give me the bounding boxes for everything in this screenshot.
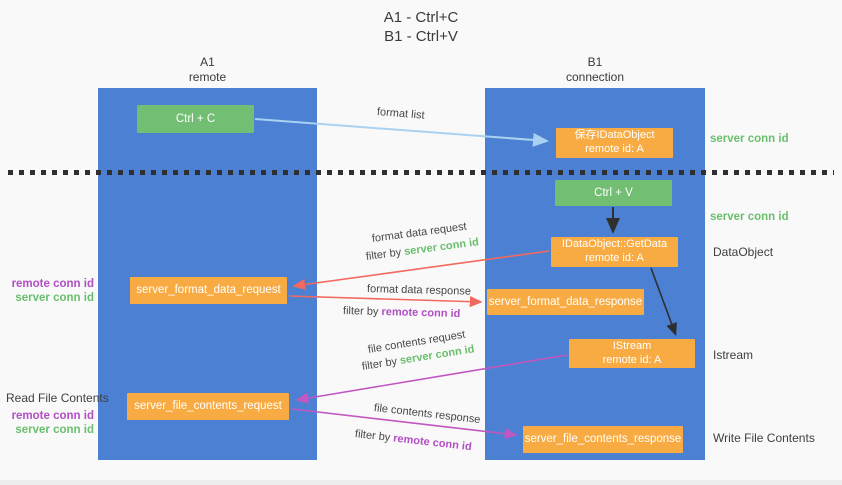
node-ctrl-c: Ctrl + C (137, 105, 254, 133)
column-a-title: A1 (200, 55, 215, 69)
node-getdata-line1: IDataObject::GetData (561, 238, 668, 251)
node-server-file-contents-request: server_file_contents_request (127, 393, 289, 420)
label-dataobject: DataObject (713, 245, 774, 259)
label-file-contents-response-filter: filter by remote conn id (354, 428, 473, 454)
node-ctrl-c-label: Ctrl + C (175, 112, 216, 125)
node-server-format-data-request-label: server_format_data_request (136, 284, 281, 297)
node-ctrl-v-label: Ctrl + V (594, 186, 633, 199)
label-istream: Istream (713, 348, 754, 362)
node-idataobject-getdata: IDataObject::GetData remote id: A (551, 237, 678, 267)
node-save-idataobject: 保存IDataObject remote id: A (556, 128, 673, 158)
node-save-idataobject-line2: remote id: A (585, 143, 644, 155)
node-istream-line1: IStream (612, 339, 652, 352)
label-file-contents-response: file contents response (373, 402, 482, 427)
column-b-subtitle: connection (565, 70, 625, 84)
node-server-file-contents-response-label: server_file_contents_response (524, 433, 682, 446)
column-b-header: B1 connection (485, 55, 705, 85)
label-remote-conn-id-left-1: remote conn id (11, 278, 94, 290)
column-a-subtitle: remote (188, 70, 227, 84)
label-format-list: format list (376, 106, 426, 122)
node-istream: IStream remote id: A (569, 339, 695, 368)
label-write-file-contents: Write File Contents (713, 431, 815, 445)
node-save-idataobject-line1: 保存IDataObject (574, 129, 655, 142)
node-istream-line2: remote id: A (602, 353, 662, 366)
label-server-conn-id-left-1: server conn id (15, 292, 94, 304)
node-getdata-line2: remote id: A (585, 252, 644, 264)
node-server-format-data-request: server_format_data_request (130, 277, 287, 304)
node-server-format-data-response-label: server_format_data_response (488, 295, 643, 308)
node-server-file-contents-response: server_file_contents_response (523, 426, 683, 453)
label-remote-conn-id-left-2: remote conn id (11, 410, 94, 422)
label-server-conn-id-mid-right: server conn id (710, 211, 789, 223)
label-server-conn-id-left-2: server conn id (15, 424, 94, 436)
label-server-conn-id-top-right: server conn id (710, 133, 789, 145)
diagram-title: A1 - Ctrl+C B1 - Ctrl+V (0, 8, 842, 46)
node-ctrl-v: Ctrl + V (555, 180, 672, 206)
bottom-edge-strip (0, 480, 842, 485)
label-format-data-response-filter: filter by remote conn id (342, 305, 461, 321)
node-server-file-contents-request-label: server_file_contents_request (134, 400, 282, 413)
title-line-2: B1 - Ctrl+V (384, 28, 458, 45)
label-format-data-response: format data response (366, 283, 472, 298)
dotted-divider (8, 170, 834, 175)
column-b-title: B1 (587, 55, 603, 69)
label-read-file-contents: Read File Contents (6, 391, 109, 405)
node-server-format-data-response: server_format_data_response (487, 289, 644, 315)
title-line-1: A1 - Ctrl+C (383, 9, 459, 26)
column-a-header: A1 remote (98, 55, 317, 85)
